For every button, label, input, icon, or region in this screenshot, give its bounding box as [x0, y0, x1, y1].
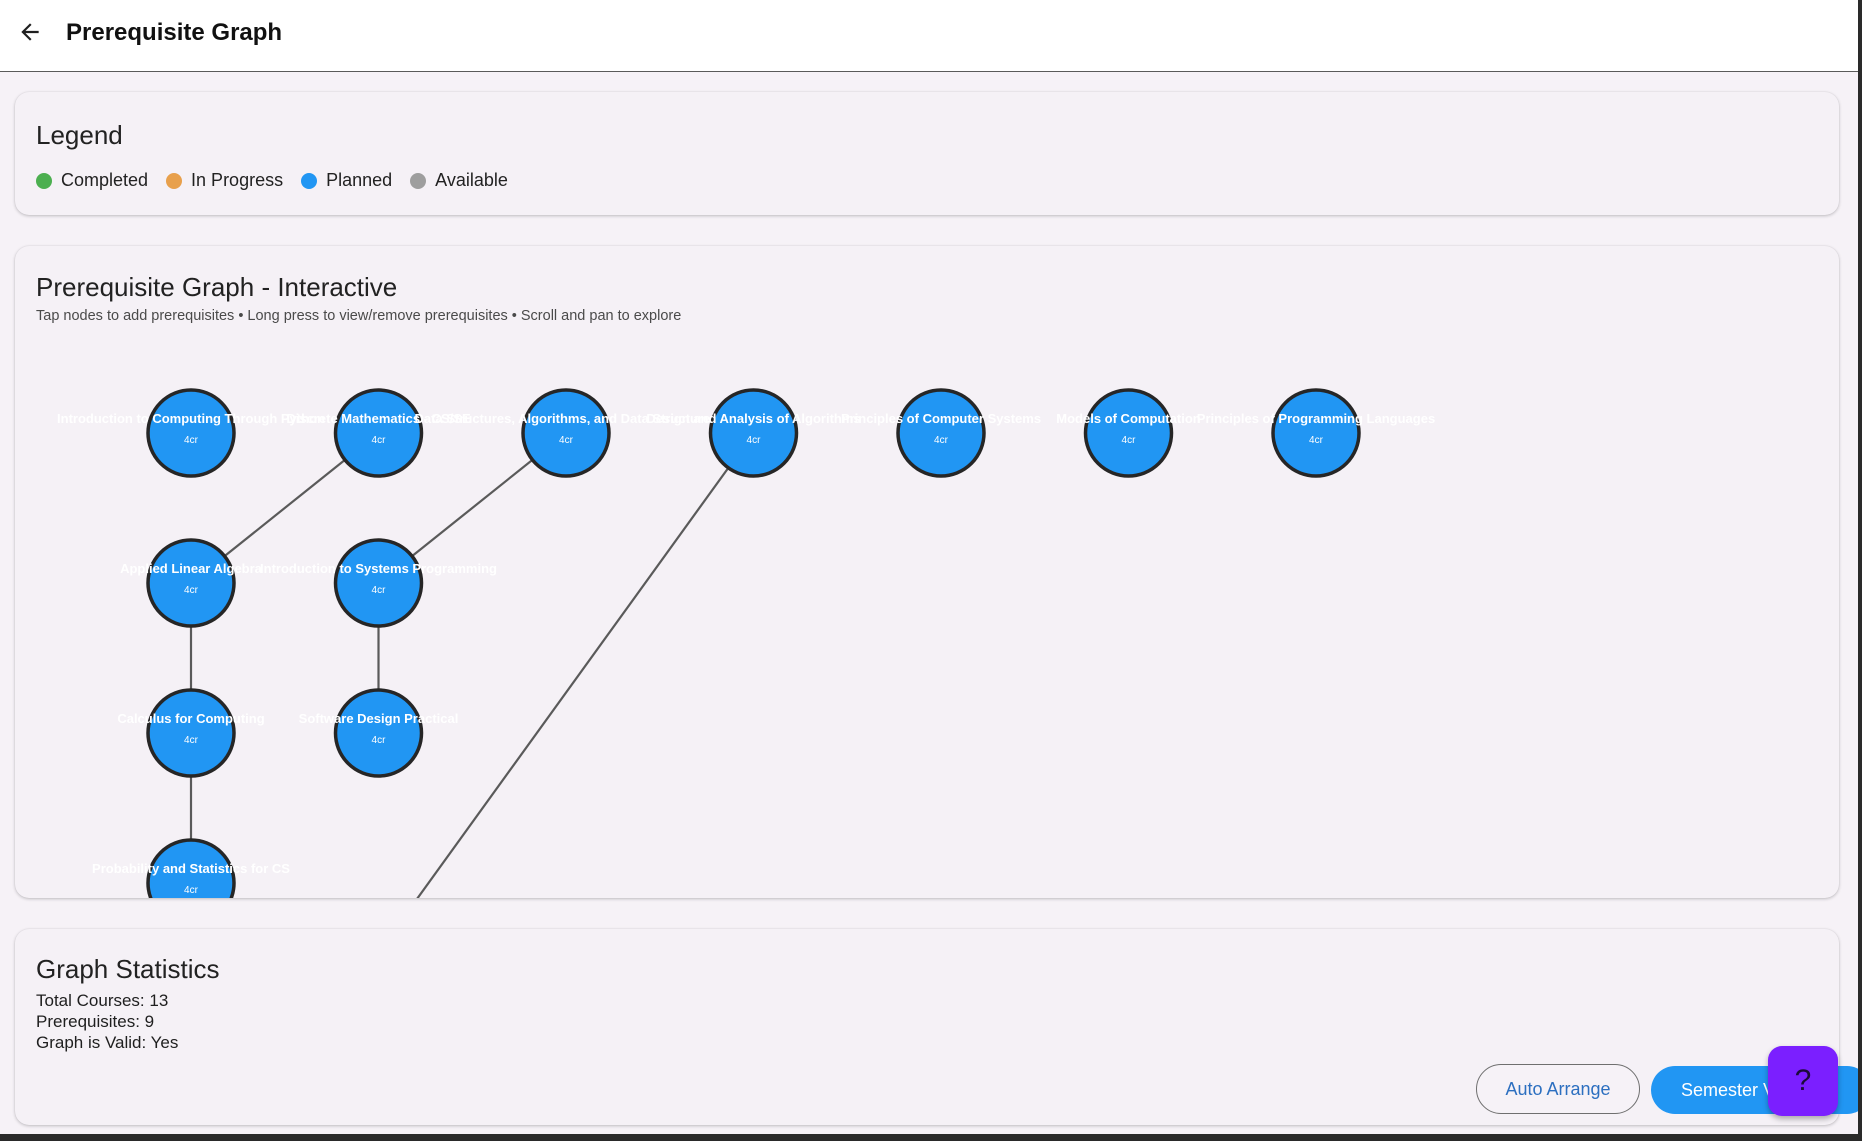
auto-arrange-button[interactable]: Auto Arrange [1476, 1064, 1640, 1114]
course-node-design-analysis[interactable]: Design and Analysis of Algorithms 4cr [646, 388, 861, 478]
stat-graph-valid: Graph is Valid: Yes [36, 1033, 179, 1052]
course-node-label: Design and Analysis of Algorithms [646, 411, 860, 426]
course-node-programming-languages[interactable]: Principles of Programming Languages 4cr [1197, 388, 1435, 478]
legend-dot-icon [166, 172, 183, 189]
course-node-circle [896, 388, 986, 478]
arrow-left-icon [21, 23, 39, 41]
course-node-label: Introduction to Computing Through Python [57, 411, 325, 426]
legend-item: In Progress [166, 170, 283, 191]
course-node-circle [146, 388, 236, 478]
prerequisite-graph-canvas[interactable]: Introduction to Computing Through Python… [15, 246, 1839, 898]
legend-card: Legend Completed In Progress Planned Availa… [15, 92, 1839, 215]
course-node-label: Principles of Computer Systems [841, 411, 1041, 426]
course-node-circle [146, 688, 236, 778]
course-node-credits: 4cr [934, 435, 949, 446]
back-button[interactable] [10, 12, 50, 52]
course-node-label: Principles of Programming Languages [1197, 411, 1435, 426]
course-node-credits: 4cr [184, 435, 199, 446]
legend-item: Available [410, 170, 508, 191]
course-node-circle [521, 388, 611, 478]
course-node-computer-systems[interactable]: Principles of Computer Systems 4cr [841, 388, 1041, 478]
course-node-label: Models of Computation [1056, 411, 1200, 426]
course-node-credits: 4cr [372, 585, 387, 596]
course-node-credits: 4cr [1122, 435, 1137, 446]
course-node-systems-programming[interactable]: Introduction to Systems Programming 4cr [260, 538, 497, 628]
course-node-circle [146, 538, 236, 628]
help-button[interactable]: ? [1768, 1046, 1838, 1116]
graph-instructions: Tap nodes to add prerequisites • Long pr… [36, 308, 682, 324]
course-node-software-design[interactable]: Software Design Practical 4cr [299, 688, 459, 778]
course-node-discrete-math[interactable]: Discrete Mathematics - CS/SE 4cr [286, 388, 471, 478]
course-node-circle [1271, 388, 1361, 478]
course-node-credits: 4cr [184, 585, 199, 596]
legend-label: Available [435, 170, 508, 190]
course-node-circle [708, 388, 799, 478]
legend-label: Completed [61, 170, 149, 190]
course-node-circle [1083, 388, 1174, 478]
course-node-circle [333, 388, 424, 478]
course-node-circle [333, 688, 424, 778]
graph-card: Prerequisite Graph - Interactive Tap nod… [15, 246, 1839, 898]
course-node-credits: 4cr [184, 735, 199, 746]
course-node-models-computation[interactable]: Models of Computation 4cr [1056, 388, 1201, 478]
stat-total-courses: Total Courses: 13 [36, 991, 169, 1010]
legend-dot-icon [36, 172, 52, 189]
graph-title: Prerequisite Graph - Interactive [36, 272, 398, 302]
window-edge-bottom [0, 1134, 1862, 1141]
course-node-label: Introduction to Systems Programming [260, 561, 497, 576]
prerequisite-edge [411, 459, 534, 557]
legend-dot-icon [410, 172, 427, 189]
course-node-credits: 4cr [372, 435, 387, 446]
legend-dot-icon [301, 172, 318, 189]
legend-label: Planned [326, 170, 393, 190]
course-node-linear-algebra[interactable]: Applied Linear Algebra 4cr [120, 538, 263, 628]
course-node-label: Applied Linear Algebra [120, 561, 263, 576]
prerequisite-edge [416, 467, 730, 898]
course-node-intro-computing[interactable]: Introduction to Computing Through Python… [57, 388, 325, 478]
course-node-circle [333, 538, 424, 628]
app-bar: Prerequisite Graph [0, 0, 1858, 72]
course-node-circle [146, 838, 236, 898]
legend-label: In Progress [191, 170, 284, 190]
course-node-credits: 4cr [559, 435, 574, 446]
course-node-label: Data Structures, Algorithms, and Data St… [415, 411, 718, 426]
course-node-calculus[interactable]: Calculus for Computing 4cr [117, 688, 265, 778]
course-node-probability[interactable]: Probability and Statistics for CS 4cr [92, 838, 290, 898]
course-node-label: Software Design Practical [299, 711, 459, 726]
course-node-credits: 4cr [1309, 435, 1324, 446]
window-edge-right [1858, 0, 1862, 1141]
stat-prerequisites: Prerequisites: 9 [36, 1012, 155, 1031]
legend-list: Completed In Progress Planned Available [36, 170, 526, 191]
course-node-label: Calculus for Computing [117, 711, 264, 726]
legend-item: Completed [36, 170, 148, 191]
prerequisite-edge [223, 459, 346, 557]
course-node-credits: 4cr [372, 735, 387, 746]
course-node-label: Probability and Statistics for CS [92, 861, 290, 876]
legend-item: Planned [301, 170, 392, 191]
course-node-credits: 4cr [747, 435, 762, 446]
legend-title: Legend [36, 120, 123, 150]
course-node-label: Discrete Mathematics - CS/SE [286, 411, 471, 426]
course-node-data-structures[interactable]: Data Structures, Algorithms, and Data St… [415, 388, 718, 478]
page-title: Prerequisite Graph [66, 19, 283, 46]
course-node-credits: 4cr [184, 885, 199, 896]
stats-title: Graph Statistics [36, 954, 220, 984]
